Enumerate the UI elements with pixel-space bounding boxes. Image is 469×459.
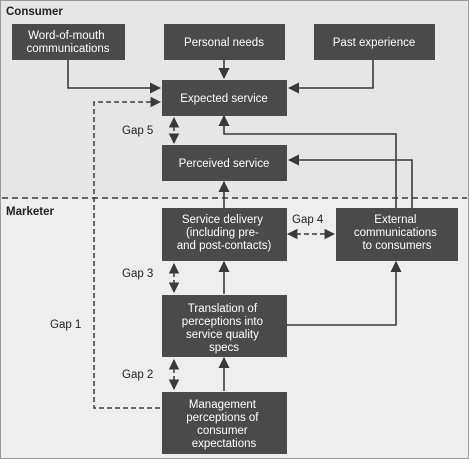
personal-needs-label: Personal needs — [184, 37, 264, 49]
gap5-label: Gap 5 — [122, 125, 153, 137]
management-box — [162, 392, 287, 454]
management-label: Management perceptions of consumer expec… — [186, 399, 261, 450]
expected-service-label: Expected service — [180, 93, 268, 105]
gap2-label: Gap 2 — [122, 369, 153, 381]
past-experience-label: Past experience — [333, 37, 415, 49]
external-communications-box — [336, 208, 458, 261]
node-boxes — [12, 24, 458, 454]
past-experience-box — [314, 24, 435, 60]
word-of-mouth-label: Word-of-mouth communications — [26, 30, 109, 55]
node-labels: Word-of-mouth communications Personal ne… — [26, 30, 440, 450]
personal-needs-box — [164, 24, 285, 60]
gap-connectors — [93, 96, 336, 409]
service-delivery-box — [162, 208, 287, 261]
perceived-service-label: Perceived service — [179, 158, 270, 170]
external-communications-label: External communications to consumers — [354, 214, 440, 252]
service-delivery-label: Service delivery (including pre- and pos… — [177, 214, 272, 252]
translation-label: Translation of perceptions into service … — [182, 303, 266, 354]
arrow-external-to-perceived — [287, 154, 413, 208]
gap3-label: Gap 3 — [122, 268, 153, 280]
gap4-label: Gap 4 — [292, 214, 324, 226]
translation-box — [162, 295, 287, 357]
arrow-translation-to-external — [287, 260, 402, 326]
arrow-external-to-expected — [218, 114, 397, 208]
gap1-label: Gap 1 — [50, 319, 81, 331]
expected-service-box — [162, 80, 287, 116]
marketer-section-label: Marketer — [6, 206, 54, 218]
gap1-arrow — [93, 96, 162, 409]
word-of-mouth-box — [12, 24, 125, 60]
consumer-section-label: Consumer — [6, 6, 63, 18]
arrow-past-experience-to-expected — [287, 60, 374, 94]
arrow-word-of-mouth-to-expected — [67, 60, 162, 94]
perceived-service-box — [162, 145, 287, 181]
connectors — [67, 60, 413, 391]
